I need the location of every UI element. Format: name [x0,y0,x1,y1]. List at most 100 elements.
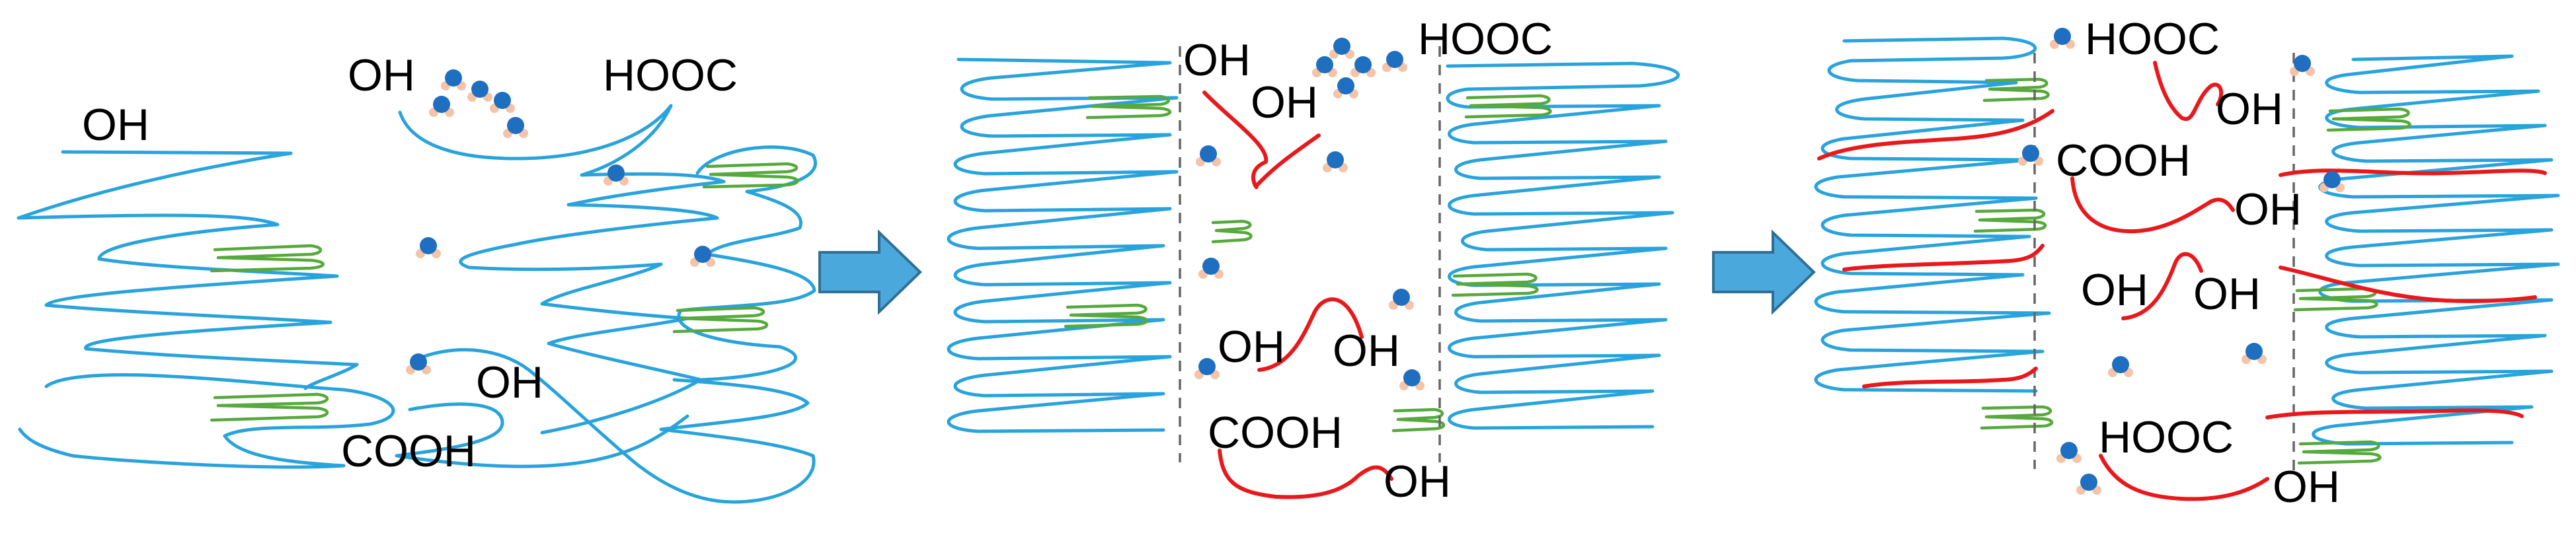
crystalline-lamella [1391,408,1446,433]
oxygen-atom [2080,474,2097,491]
carboxyl-label: HOOC [2085,14,2220,64]
oxidized-chain [2279,168,2547,177]
oxidized-chain [2279,266,2537,303]
water-molecule-icon [2018,145,2043,166]
hydroxyl-label: OH [476,357,543,408]
oxidized-chain [1257,297,1364,372]
oxygen-atom [1393,289,1410,306]
crystalline-lamella [2326,107,2411,132]
oxidized-chain [2070,176,2235,234]
panel-2-oxidized-chains [1202,90,1393,499]
water-molecule-icon [1399,369,1425,390]
amorphous-chain [1814,36,2051,393]
oxidized-chain [1817,109,2054,161]
oxygen-atom [471,81,488,98]
crystalline-lamella [1982,77,2050,102]
oxidized-chain [1202,90,1321,190]
panel-2 [947,46,1680,499]
oxygen-atom [607,164,625,182]
carboxyl-label: COOH [1208,408,1343,458]
oxygen-atom [1202,258,1220,275]
crystalline-lamella [1980,405,2054,430]
hydroxyl-label: OH [348,50,415,100]
crystalline-lamella [702,162,799,189]
oxidized-chain [1842,244,2045,271]
water-molecule-icon [467,81,492,102]
panel-1-labels: OH OH HOOC OH COOH [82,50,738,476]
carboxyl-label: HOOC [1418,14,1553,64]
right-arrow-icon [818,229,922,315]
panel-2-left-block [947,57,1253,433]
hydroxyl-label: OH [1218,322,1285,372]
panel-1-amorphous-chains [17,104,817,504]
crystalline-lamella [1211,219,1253,244]
water-molecule-icon [1382,51,1407,72]
oxygen-atom [1327,151,1344,168]
oxygen-atom [1333,38,1350,55]
panel-3-left-block [1814,36,2054,430]
crystalline-lamella [1464,94,1552,119]
panel-2-labels: OH OH HOOC OH OH COOH OH [1183,14,1553,507]
hydroxyl-label: OH [1333,326,1400,376]
crystalline-lamella [1973,208,2047,233]
hydroxyl-label: OH [1183,35,1251,85]
water-molecule-icon [1333,77,1358,98]
oxygen-atom [2060,442,2078,459]
water-molecule-icon [1389,289,1414,310]
water-molecule-icon [2242,343,2267,364]
oxygen-atom [2112,356,2129,373]
panel-3-oxidized-chains [1817,61,2547,501]
water-molecules [406,28,2345,495]
carboxyl-label: HOOC [603,50,738,100]
oxygen-atom [2054,28,2071,45]
water-molecule-icon [1323,151,1348,172]
oxygen-atom [2323,171,2341,188]
water-molecule-icon [2320,171,2345,192]
water-molecule-icon [2290,55,2315,76]
oxygen-atom [410,353,427,371]
water-molecule-icon [429,96,454,117]
water-molecule-icon [1312,56,1337,77]
water-molecule-icon [1350,56,1376,77]
crystalline-lamella [1085,94,1172,120]
oxygen-atom [1316,56,1333,73]
crystalline-lamella [210,392,329,422]
hydroxyl-label: OH [2193,269,2261,319]
hydroxyl-label: OH [1384,456,1451,507]
panel-3 [1814,36,2560,501]
oxygen-atom [1200,145,1217,162]
amorphous-chain [395,402,689,468]
amorphous-chain [18,373,395,469]
water-molecule-icon [2056,442,2082,463]
amorphous-chain [421,348,816,504]
panel-2-right-block [1391,61,1680,433]
water-molecule-icon [2108,356,2133,377]
oxidized-chain [2265,408,2524,419]
crystalline-lamella [1064,303,1149,328]
oxygen-atom [420,237,437,254]
oxygen-atom [1337,77,1354,94]
oxidized-chain [1218,449,1393,499]
water-molecule-icon [1194,358,1220,379]
hydroxyl-label: OH [2234,184,2302,234]
hydroxyl-label: OH [2216,84,2283,134]
hydroxyl-label: OH [82,100,149,150]
amorphous-chain [2312,54,2560,446]
amorphous-chain [677,145,817,382]
amorphous-chain [947,57,1179,433]
oxygen-atom [1386,51,1403,68]
oxygen-atom [2022,145,2039,162]
hydroxyl-label: OH [2273,462,2340,512]
water-molecule-icon [416,237,441,258]
water-molecule-icon [2076,474,2101,495]
oxygen-atom [694,246,711,263]
crystalline-lamella [210,244,325,273]
crystalline-lamella [2293,287,2378,312]
water-molecule-icon [690,246,715,267]
panel-1 [17,104,817,504]
panel-3-labels: HOOC OH COOH OH OH OH HOOC OH [2056,14,2340,512]
carboxyl-label: HOOC [2099,412,2234,462]
oxygen-atom [507,117,524,134]
oxygen-atom [1198,358,1216,375]
